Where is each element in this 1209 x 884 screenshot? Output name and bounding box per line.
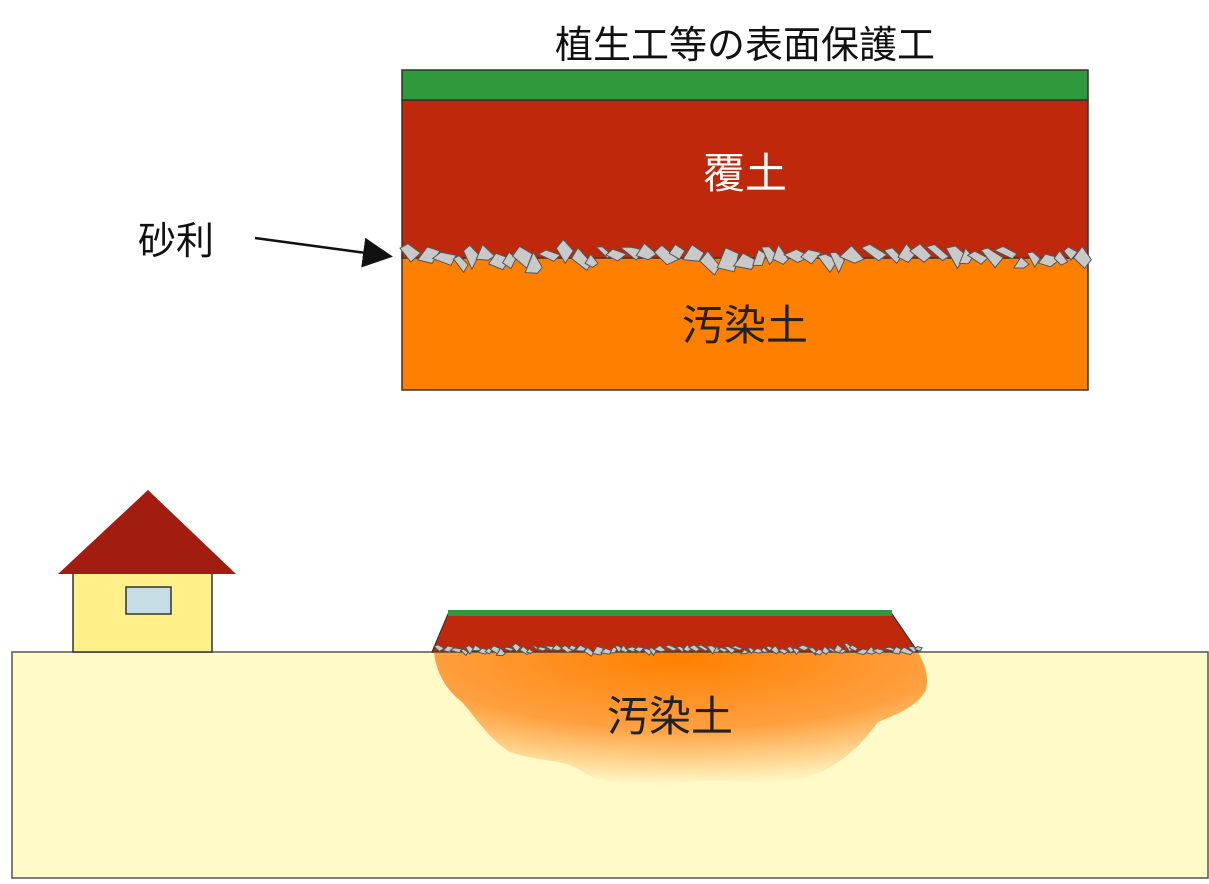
vegetation-layer bbox=[401, 69, 1089, 101]
gravel-stone bbox=[913, 645, 923, 652]
gravel-stone bbox=[459, 648, 469, 657]
gravel-stone bbox=[681, 243, 705, 262]
house-roof bbox=[58, 490, 236, 574]
gravel-stone bbox=[452, 254, 469, 274]
gravel-stone bbox=[739, 648, 750, 655]
gravel-stone bbox=[687, 644, 701, 653]
contaminated-soil-label-bottom: 汚染土 bbox=[606, 692, 733, 741]
gravel-stone bbox=[993, 245, 1018, 260]
gravel-stone bbox=[495, 647, 506, 657]
gravel-stone bbox=[777, 648, 790, 655]
gravel-stone bbox=[511, 642, 522, 653]
gravel-stone bbox=[535, 646, 549, 652]
gravel-stone bbox=[860, 243, 888, 262]
gravel-stone bbox=[1073, 245, 1093, 270]
house bbox=[58, 490, 236, 653]
gravel-stone bbox=[555, 238, 574, 265]
gravel-stone bbox=[1026, 251, 1041, 269]
gravel-stone bbox=[633, 646, 646, 653]
gravel-stone bbox=[433, 644, 446, 653]
gravel-stone bbox=[695, 644, 710, 652]
gravel-arrow bbox=[254, 236, 393, 268]
gravel-stone bbox=[525, 647, 534, 654]
gravel-stone bbox=[848, 644, 859, 652]
gravel-stone bbox=[668, 243, 686, 260]
gravel-stone bbox=[431, 251, 457, 266]
gravel-stone bbox=[449, 647, 463, 654]
gravel-label: 砂利 bbox=[138, 219, 215, 263]
gravel-stone bbox=[1012, 256, 1030, 269]
bottom-cover-soil bbox=[431, 613, 920, 653]
gravel-stone bbox=[791, 647, 801, 656]
contaminated-soil-layer bbox=[401, 254, 1089, 391]
gravel-stone bbox=[838, 648, 848, 654]
bottom-gravel bbox=[433, 642, 923, 657]
gravel-layer bbox=[399, 238, 1093, 276]
cover-soil-label: 覆土 bbox=[702, 149, 787, 198]
house-window bbox=[125, 586, 172, 615]
gravel-stone bbox=[909, 243, 933, 263]
gravel-stone bbox=[838, 244, 865, 264]
contaminated-soil-label-top: 汚染土 bbox=[681, 301, 808, 350]
gravel-stone bbox=[772, 243, 789, 265]
gravel-stone bbox=[729, 645, 744, 651]
gravel-stone bbox=[574, 644, 587, 652]
contaminated-soil-plume bbox=[434, 652, 928, 786]
gravel-stone bbox=[584, 253, 599, 268]
gravel-stone bbox=[821, 645, 831, 655]
gravel-stone bbox=[980, 247, 1004, 269]
cover-soil-layer bbox=[401, 99, 1089, 259]
gravel-stone bbox=[871, 648, 886, 655]
gravel-stone bbox=[399, 243, 422, 263]
gravel-stone bbox=[1053, 249, 1069, 266]
gravel-stone bbox=[925, 243, 950, 262]
gravel-stone bbox=[652, 644, 668, 653]
gravel-stone bbox=[619, 644, 629, 653]
gravel-stone bbox=[653, 244, 680, 266]
gravel-stone bbox=[723, 645, 737, 655]
gravel-stone bbox=[524, 251, 543, 274]
gravel-stone bbox=[760, 646, 769, 654]
top-cross-section bbox=[399, 69, 1093, 391]
diagram-title: 植生工等の表面保護工 bbox=[554, 23, 935, 67]
gravel-stone bbox=[567, 644, 578, 652]
gravel-stone bbox=[605, 248, 628, 262]
bottom-vegetation bbox=[448, 610, 892, 616]
bottom-cap bbox=[431, 610, 923, 657]
gravel-stone bbox=[800, 249, 823, 265]
